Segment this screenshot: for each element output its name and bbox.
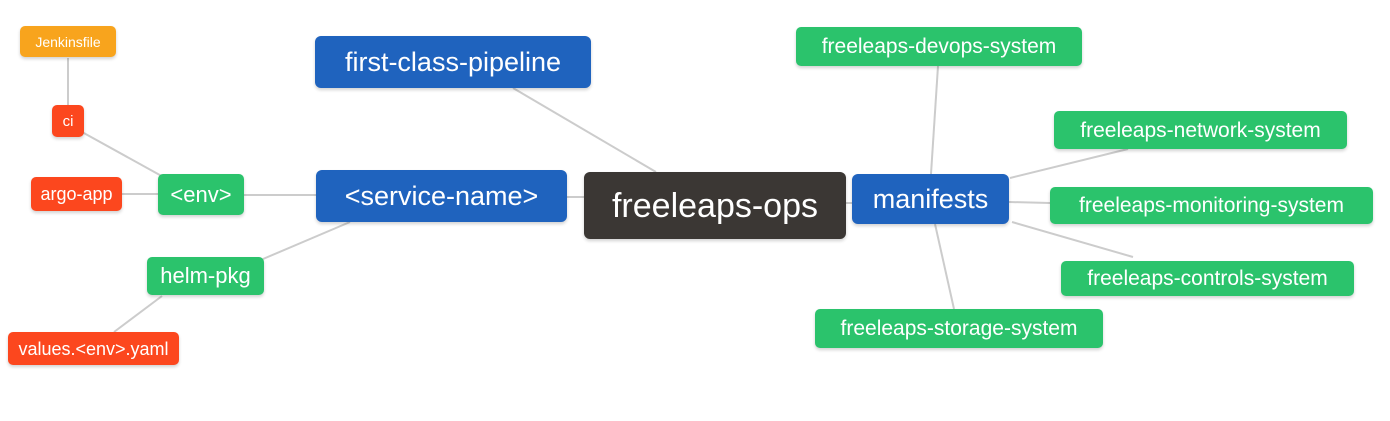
node-freeleaps-network-system[interactable]: freeleaps-network-system — [1054, 111, 1347, 149]
edge-ci-env — [81, 131, 168, 180]
edge-manifests-freeleaps-network-system — [1009, 148, 1129, 179]
node-manifests[interactable]: manifests — [852, 174, 1009, 224]
edge-service-name-helm-pkg — [262, 221, 351, 260]
node-first-class-pipeline[interactable]: first-class-pipeline — [315, 36, 591, 88]
edge-first-class-pipeline-freeleaps-ops — [512, 87, 657, 173]
node-env[interactable]: <env> — [158, 174, 244, 215]
node-freeleaps-monitoring-system[interactable]: freeleaps-monitoring-system — [1050, 187, 1373, 224]
node-helm-pkg[interactable]: helm-pkg — [147, 257, 264, 295]
edge-helm-pkg-values-env-yaml — [113, 295, 163, 333]
edge-manifests-freeleaps-monitoring-system — [1008, 201, 1051, 204]
node-freeleaps-ops[interactable]: freeleaps-ops — [584, 172, 846, 239]
node-freeleaps-devops-system[interactable]: freeleaps-devops-system — [796, 27, 1082, 66]
node-jenkinsfile[interactable]: Jenkinsfile — [20, 26, 116, 57]
edge-manifests-freeleaps-storage-system — [934, 223, 955, 310]
node-freeleaps-controls-system[interactable]: freeleaps-controls-system — [1061, 261, 1354, 296]
node-argo-app[interactable]: argo-app — [31, 177, 122, 211]
node-values-env-yaml[interactable]: values.<env>.yaml — [8, 332, 179, 365]
node-service-name[interactable]: <service-name> — [316, 170, 567, 222]
edge-manifests-freeleaps-devops-system — [930, 65, 939, 175]
edge-manifests-freeleaps-controls-system — [1011, 221, 1134, 258]
node-freeleaps-storage-system[interactable]: freeleaps-storage-system — [815, 309, 1103, 348]
node-ci[interactable]: ci — [52, 105, 84, 137]
